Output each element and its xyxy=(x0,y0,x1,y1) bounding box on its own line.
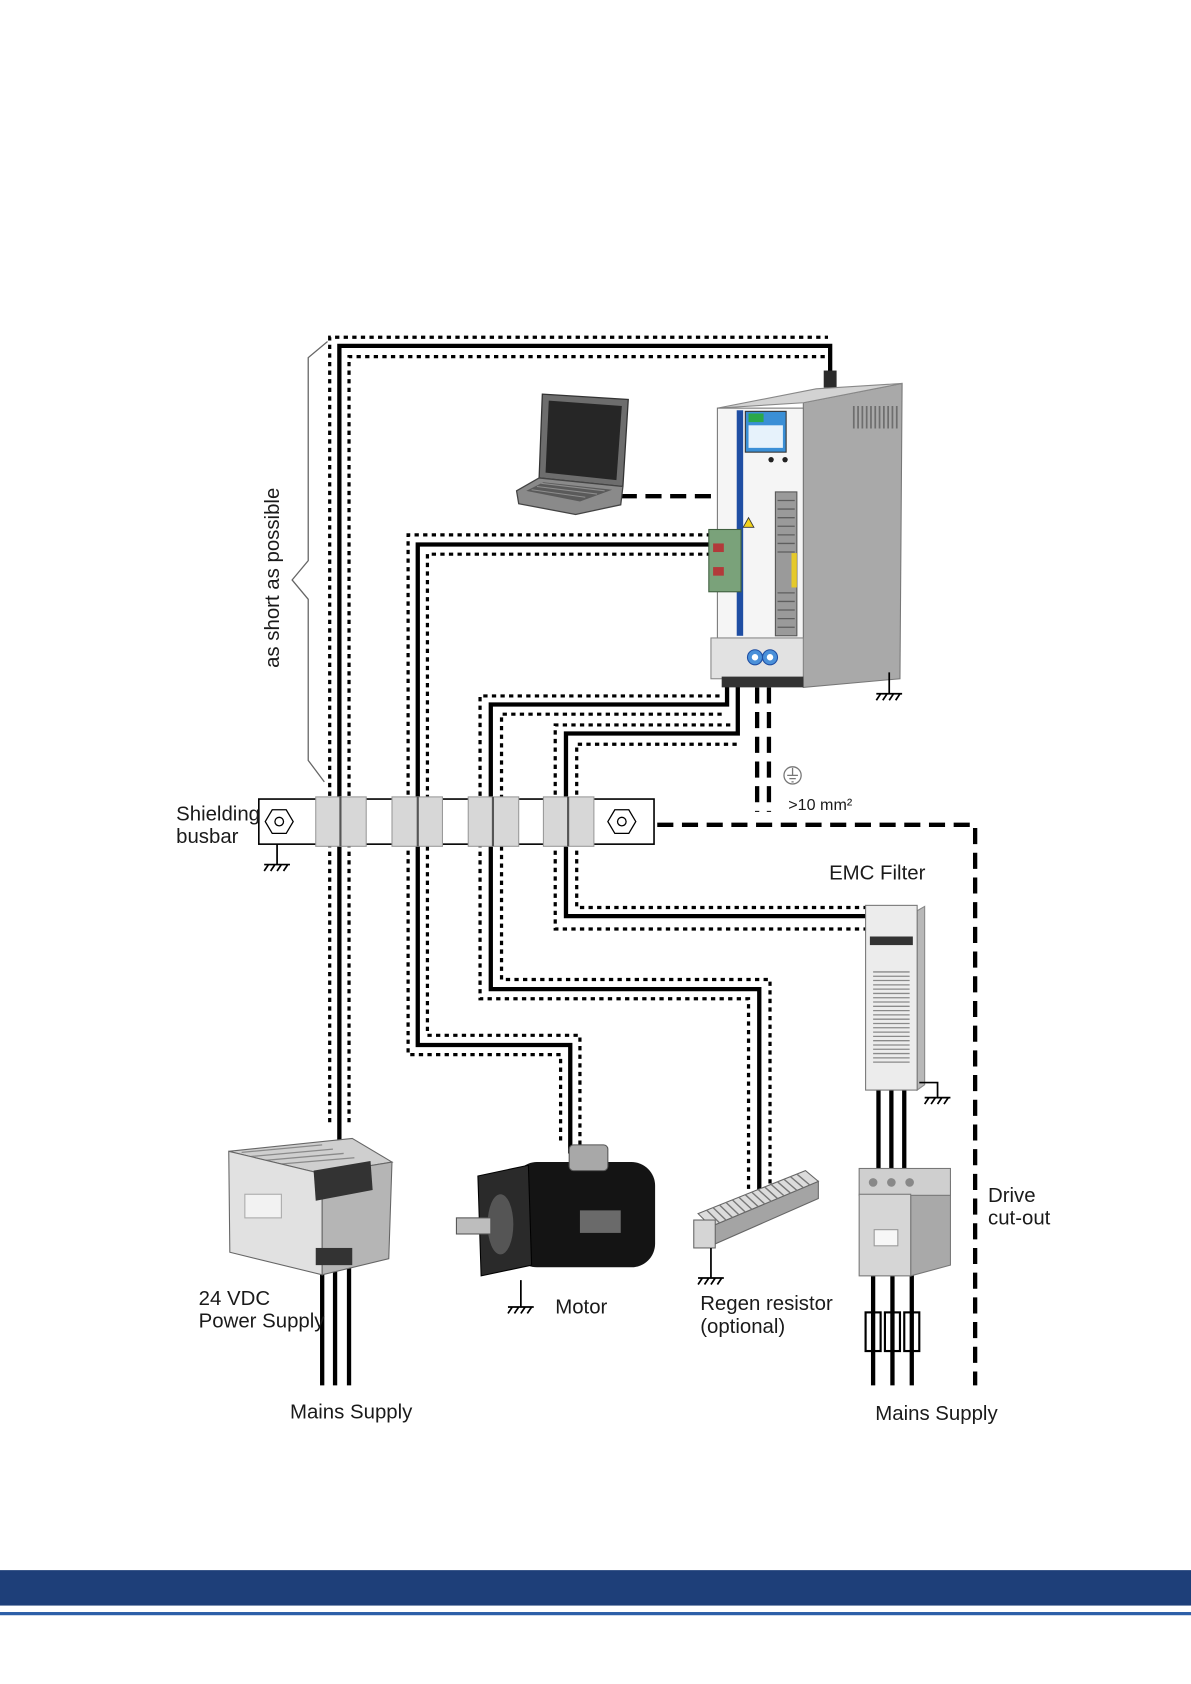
cable-shield-outer xyxy=(480,696,748,1190)
drive-display-screen xyxy=(749,425,783,448)
shielding-busbar-label-line1: Shielding xyxy=(176,804,260,826)
power-supply-label-line1: 24 VDC xyxy=(199,1288,270,1310)
psu-label xyxy=(245,1194,282,1218)
pe-cross-section-label: >10 mm² xyxy=(788,796,853,814)
connector-hole xyxy=(767,654,773,660)
hex-nut-icon xyxy=(608,810,636,834)
terminal-strip-marker xyxy=(791,553,796,587)
emc-filter-side xyxy=(917,906,925,1090)
motor-label: Motor xyxy=(555,1296,607,1318)
cable-conductor xyxy=(491,683,759,1190)
footer-line xyxy=(0,1612,1191,1615)
drive-accent-stripe xyxy=(737,410,743,636)
connector-hole xyxy=(752,654,758,660)
drive-side-panel xyxy=(803,383,902,687)
laptop xyxy=(517,394,629,514)
terminal-screw xyxy=(887,1178,896,1187)
power-supply-24vdc xyxy=(229,1138,392,1274)
contactor xyxy=(859,1168,950,1275)
cable-length-note: as short as possible xyxy=(262,488,284,668)
protective-earth-icon xyxy=(784,767,801,784)
length-brace xyxy=(292,342,327,782)
drive-top-connector xyxy=(824,371,837,388)
ground-icon xyxy=(264,844,290,871)
shielding-busbar-label-line2: busbar xyxy=(176,826,239,848)
servo-drive xyxy=(709,371,902,688)
mains-supply-left-label: Mains Supply xyxy=(290,1402,413,1424)
motor-connector xyxy=(569,1145,608,1171)
motor-nameplate xyxy=(580,1210,621,1233)
mains-supply-right-label: Mains Supply xyxy=(875,1403,998,1425)
laptop-screen xyxy=(546,401,622,480)
cable-shield-inner xyxy=(502,714,770,1183)
connector-latch xyxy=(713,567,724,576)
drive-display-status xyxy=(749,413,764,422)
drive-cutout-label-line1: Drive xyxy=(988,1185,1036,1207)
regen-resistor-label-line1: Regen resistor xyxy=(700,1293,833,1315)
drive-x-connector xyxy=(709,529,741,591)
resistor-terminal-box xyxy=(694,1220,715,1248)
footer-bar xyxy=(0,1570,1191,1605)
connector-latch xyxy=(713,543,724,552)
drive-button xyxy=(768,457,773,462)
ground-icon xyxy=(508,1280,534,1313)
drive-button xyxy=(782,457,787,462)
right-mains-lines xyxy=(873,1267,912,1385)
terminal-screw xyxy=(869,1178,878,1187)
emc-filter xyxy=(866,905,925,1090)
drive-cutout-label-line2: cut-out xyxy=(988,1207,1051,1229)
servo-motor xyxy=(456,1145,655,1276)
terminal-screw xyxy=(905,1178,914,1187)
psu-output-terminal xyxy=(316,1248,353,1265)
motor-shaft xyxy=(456,1218,490,1234)
pe-conductor xyxy=(757,687,769,812)
cable-regen-resistor xyxy=(480,683,770,1190)
hex-nut-icon xyxy=(265,810,293,834)
emc-filter-label-band xyxy=(870,937,913,946)
ground-icon xyxy=(698,1248,724,1285)
motor-flange-face xyxy=(488,1194,514,1254)
contactor-nameplate xyxy=(874,1230,898,1246)
regen-resistor-label-line2: (optional) xyxy=(700,1316,785,1338)
power-supply-label-line2: Power Supply xyxy=(199,1310,326,1332)
drive-bottom-plate xyxy=(722,677,804,688)
regen-resistor xyxy=(694,1171,819,1248)
shielding-busbar xyxy=(259,797,654,846)
emc-filter-label: EMC Filter xyxy=(829,863,925,885)
